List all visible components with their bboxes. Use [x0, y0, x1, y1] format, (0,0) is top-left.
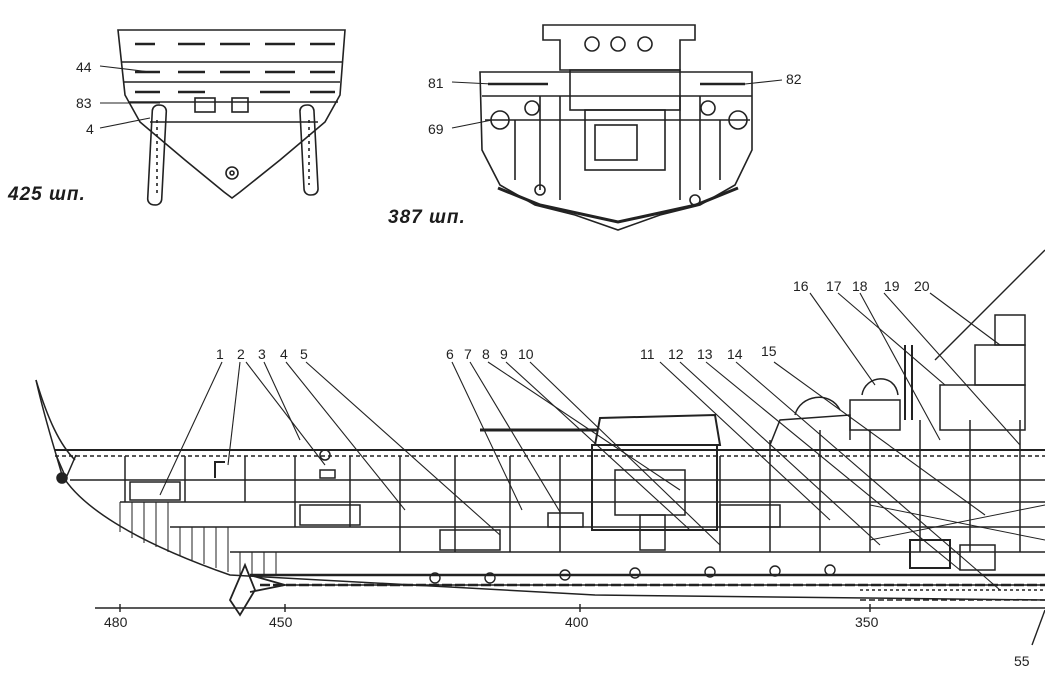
- callout-label: 83: [76, 95, 92, 111]
- callout-label: 10: [518, 346, 534, 362]
- frame-scale: [95, 604, 1045, 612]
- callout-label: 19: [884, 278, 900, 294]
- section-leader-lines: [99, 65, 783, 129]
- callout-label: 13: [697, 346, 713, 362]
- section-425-drawing: [117, 29, 346, 206]
- scale-tick-label: 480: [104, 614, 128, 630]
- callout-label: 81: [428, 75, 444, 91]
- section-387-drawing: [479, 24, 753, 231]
- callout-label: 1: [216, 346, 224, 362]
- scale-tick-label: 450: [269, 614, 293, 630]
- callout-label: 2: [237, 346, 245, 362]
- profile-leader-lines: [159, 292, 1021, 591]
- callout-label: 8: [482, 346, 490, 362]
- callout-label: 17: [826, 278, 842, 294]
- callout-label: 4: [280, 346, 288, 362]
- callout-label: 9: [500, 346, 508, 362]
- scale-tick-label: 350: [855, 614, 879, 630]
- callout-label: 3: [258, 346, 266, 362]
- callout-label: 55: [1014, 653, 1030, 669]
- callout-label: 14: [727, 346, 743, 362]
- callout-label: 18: [852, 278, 868, 294]
- section-425-title: 425 шп.: [8, 184, 86, 205]
- ship-profile-drawing: [35, 249, 1045, 646]
- callout-label: 69: [428, 121, 444, 137]
- callout-label: 12: [668, 346, 684, 362]
- callout-label: 16: [793, 278, 809, 294]
- callout-label: 5: [300, 346, 308, 362]
- callout-label: 82: [786, 71, 802, 87]
- scale-tick-label: 400: [565, 614, 589, 630]
- callout-label: 15: [761, 343, 777, 359]
- section-387-title: 387 шп.: [388, 207, 466, 228]
- callout-label: 44: [76, 59, 92, 75]
- callout-label: 20: [914, 278, 930, 294]
- callout-label: 7: [464, 346, 472, 362]
- callout-label: 11: [640, 346, 655, 362]
- callout-label: 4: [86, 121, 94, 137]
- callout-label: 6: [446, 346, 454, 362]
